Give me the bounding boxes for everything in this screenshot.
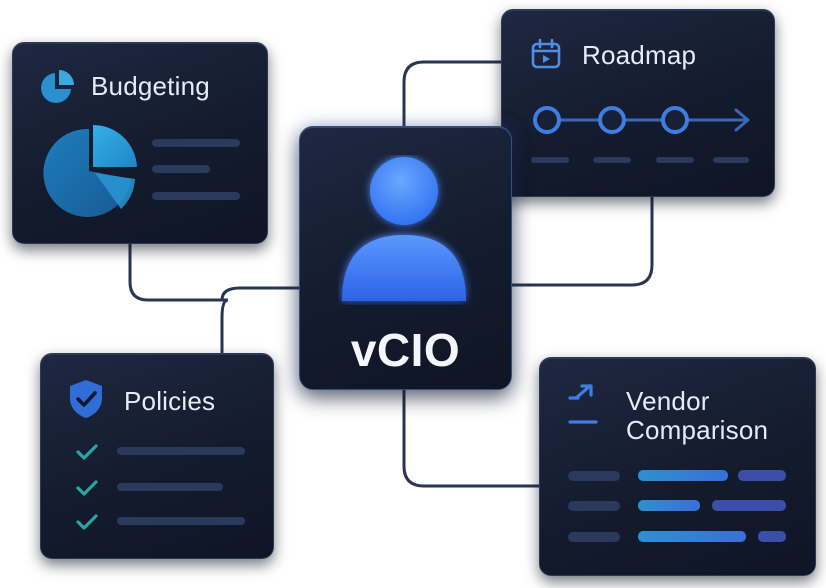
milestone-2	[598, 106, 626, 134]
policies-card[interactable]: Policies	[40, 353, 274, 559]
vendor-row-2-bar-a	[638, 500, 700, 511]
roadmap-title: Roadmap	[582, 40, 697, 70]
connector-budgeting	[128, 242, 229, 354]
pie-chart-icon	[41, 70, 74, 103]
policy-line-1	[117, 447, 245, 455]
shield-check-icon	[70, 380, 102, 418]
roadmap-dash-1	[531, 157, 569, 163]
connector-vendor	[402, 388, 541, 488]
vendor-row-3-bar-a	[638, 531, 746, 542]
policy-line-3	[117, 517, 245, 525]
budget-line-3	[152, 192, 240, 200]
budgeting-card[interactable]: Budgeting	[12, 42, 268, 244]
roadmap-timeline	[533, 106, 750, 134]
budgeting-title: Budgeting	[91, 71, 210, 101]
vcio-label: vCIO	[350, 324, 461, 376]
budget-pie-graphic	[43, 124, 137, 217]
vendor-comparison-card[interactable]: Vendor Comparison	[539, 357, 816, 576]
check-icon-3	[76, 514, 98, 530]
policy-line-2	[117, 483, 223, 491]
user-icon	[342, 157, 466, 301]
connector-roadmap-top	[402, 60, 503, 128]
vendor-title-line2: Comparison	[626, 415, 769, 445]
roadmap-card[interactable]: Roadmap	[501, 9, 775, 197]
budget-line-1	[152, 139, 240, 147]
milestone-3	[661, 106, 689, 134]
vendor-row-3-label	[568, 532, 620, 542]
vendor-row-2-label	[568, 501, 620, 511]
vendor-title-line1: Vendor	[626, 386, 710, 416]
policies-title: Policies	[124, 386, 216, 416]
vendor-row-1-bar-b	[738, 470, 786, 481]
vendor-row-1-label	[568, 471, 620, 481]
roadmap-dash-3	[656, 157, 694, 163]
calendar-icon	[531, 38, 561, 69]
vendor-row-2-bar-b	[712, 500, 786, 511]
roadmap-dash-4	[713, 157, 749, 163]
compare-arrow-icon	[568, 384, 598, 424]
vcio-card[interactable]: vCIO	[299, 126, 512, 390]
connector-budgeting-center	[220, 286, 301, 302]
milestone-1	[533, 106, 561, 134]
budget-line-2	[152, 165, 210, 173]
check-icon-2	[76, 480, 98, 496]
check-icon-1	[76, 444, 98, 460]
connector-roadmap-right	[510, 195, 654, 287]
vendor-row-3-bar-b	[758, 531, 786, 542]
vendor-row-1-bar-a	[638, 470, 728, 481]
roadmap-dash-2	[593, 157, 631, 163]
